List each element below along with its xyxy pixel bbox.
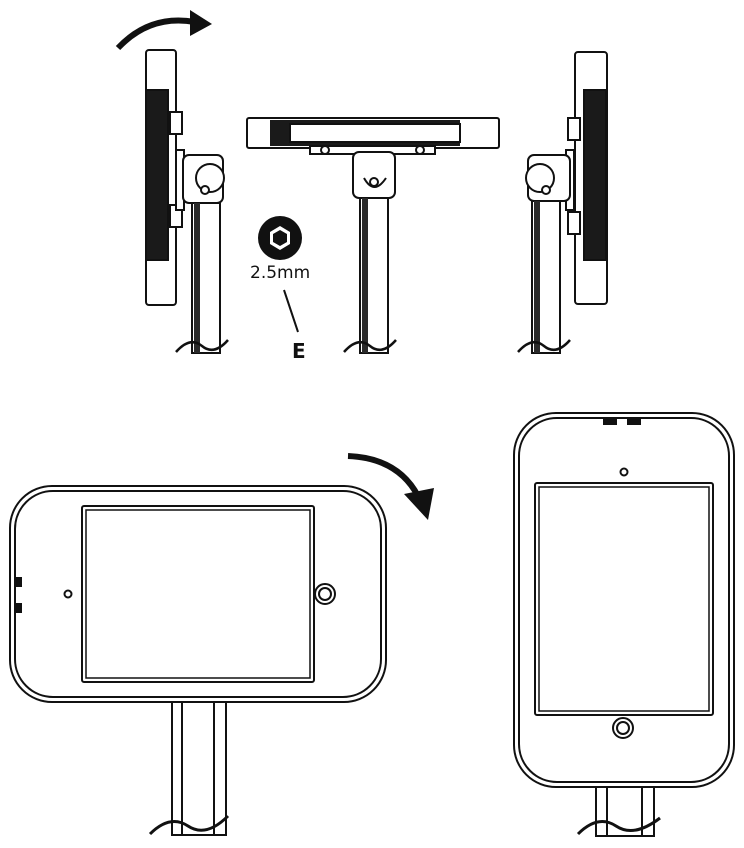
tool-size-label: 2.5mm xyxy=(250,263,310,283)
pole xyxy=(171,699,227,836)
landscape-enclosure xyxy=(9,485,387,836)
rotate-arrow-icon xyxy=(347,453,421,498)
tool-letter: E xyxy=(292,339,306,363)
top-view-center xyxy=(246,117,500,354)
tablet-screen xyxy=(81,505,315,683)
rotate-arrow-icon xyxy=(115,17,196,51)
camera-icon xyxy=(63,589,73,599)
portrait-enclosure xyxy=(513,412,735,837)
tool-callout: 2.5mm E xyxy=(250,216,310,363)
camera-icon xyxy=(619,467,629,477)
side-view-left xyxy=(115,10,229,354)
tablet-screen xyxy=(534,482,714,716)
side-view-right xyxy=(517,51,608,354)
swivel-joint xyxy=(352,151,396,199)
